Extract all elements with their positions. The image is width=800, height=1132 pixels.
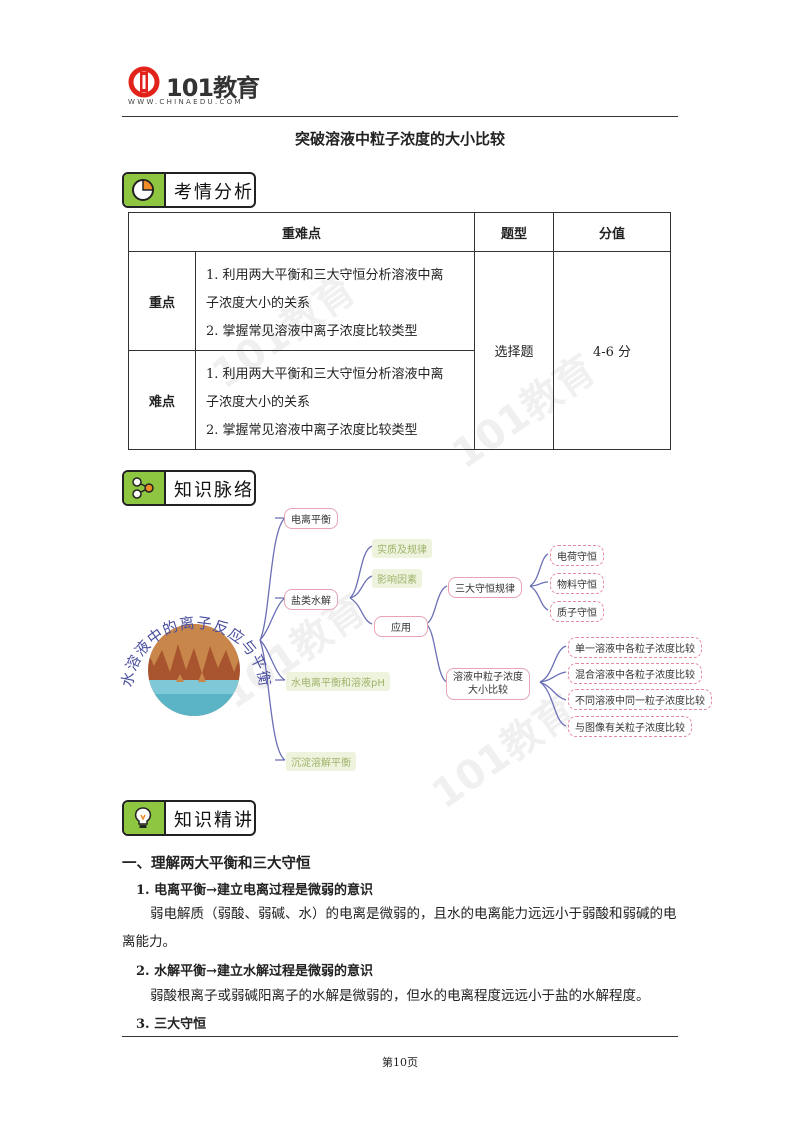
text-line: 1. 利用两大平衡和三大守恒分析溶液中离	[206, 268, 444, 283]
svg-text:水溶液中的离子反应与平衡: 水溶液中的离子反应与平衡	[118, 614, 274, 689]
node-influence-factors: 影响因素	[372, 569, 422, 588]
node-ionization-equilibrium: 电离平衡	[284, 508, 338, 529]
section-title: 考情分析	[174, 182, 254, 203]
node-water-ionization-ph: 水电离平衡和溶液pH	[286, 672, 390, 691]
node-label: 水电离平衡和溶液pH	[291, 678, 385, 689]
node-label: 三大守恒规律	[455, 584, 515, 595]
text-line: 子浓度大小的关系	[206, 395, 311, 410]
node-label: 实质及规律	[377, 545, 427, 556]
paragraph: 弱酸根离子或弱碱阳离子的水解是微弱的，但水的电离程度远远小于盐的水解程度。	[150, 988, 650, 1004]
text-line: 2. 掌握常见溶液中离子浓度比较类型	[206, 423, 418, 438]
node-proton-conservation: 质子守恒	[550, 601, 604, 622]
node-different-solution: 不同溶液中同一粒子浓度比较	[568, 689, 712, 710]
node-graph-comparison: 与图像有关粒子浓度比较	[568, 716, 692, 737]
node-label: 大小比较	[468, 685, 508, 696]
row-label: 重点	[128, 251, 196, 351]
score-value: 4-6 分	[553, 251, 671, 450]
node-label: 应用	[391, 623, 411, 634]
node-material-conservation: 物料守恒	[550, 573, 604, 594]
section-badge-knowledge-map: 知识脉络	[122, 470, 256, 506]
row-content: 1. 利用两大平衡和三大守恒分析溶液中离 子浓度大小的关系 2. 掌握常见溶液中…	[195, 350, 475, 450]
row-content: 1. 利用两大平衡和三大守恒分析溶液中离 子浓度大小的关系 2. 掌握常见溶液中…	[195, 251, 475, 351]
node-label: 电荷守恒	[557, 552, 597, 563]
section-badge-exam-analysis: 考情分析	[122, 172, 256, 208]
document-title: 突破溶液中粒子浓度的大小比较	[294, 130, 505, 148]
node-label: 不同溶液中同一粒子浓度比较	[575, 696, 705, 707]
node-concentration-comparison: 溶液中粒子浓度 大小比较	[446, 668, 530, 700]
node-label: 质子守恒	[557, 608, 597, 619]
table-header: 重难点	[128, 212, 475, 252]
node-label: 溶液中粒子浓度	[453, 672, 523, 683]
heading-level-2: 3. 三大守恒	[136, 1017, 207, 1032]
network-icon	[124, 472, 166, 504]
node-single-solution: 单一溶液中各粒子浓度比较	[568, 637, 702, 658]
node-label: 沉淀溶解平衡	[291, 758, 351, 769]
heading-level-2: 2. 水解平衡→建立水解过程是微弱的意识	[136, 964, 373, 979]
pie-chart-icon	[124, 174, 166, 206]
section-title: 知识精讲	[174, 810, 254, 831]
node-application: 应用	[374, 616, 428, 637]
cave-illustration-icon	[148, 624, 240, 716]
node-label: 单一溶液中各粒子浓度比较	[575, 644, 695, 655]
lightbulb-icon	[124, 802, 166, 834]
section-title: 知识脉络	[174, 480, 254, 501]
node-essence-rules: 实质及规律	[372, 539, 432, 558]
node-salt-hydrolysis: 盐类水解	[284, 589, 338, 610]
node-label: 电离平衡	[291, 515, 331, 526]
node-label: 混合溶液中各粒子浓度比较	[575, 670, 695, 681]
logo-icon	[128, 66, 160, 98]
table-header: 题型	[474, 212, 554, 252]
exam-analysis-table: 重难点 题型 分值 重点 1. 利用两大平衡和三大守恒分析溶液中离 子浓度大小的…	[128, 212, 671, 450]
node-three-conservation: 三大守恒规律	[448, 577, 522, 598]
question-type: 选择题	[474, 251, 554, 450]
paragraph: 弱电解质（弱酸、弱碱、水）的电离是微弱的，且水的电离能力远远小于弱酸和弱碱的电离…	[122, 906, 677, 950]
logo-text: 101教育	[166, 74, 260, 102]
section-badge-knowledge-detail: 知识精讲	[122, 800, 256, 836]
footer-divider	[122, 1036, 678, 1037]
node-charge-conservation: 电荷守恒	[550, 545, 604, 566]
node-label: 盐类水解	[291, 596, 331, 607]
center-topic-label: 水溶液中的离子反应与平衡	[118, 614, 273, 689]
logo-url: WWW.CHINAEDU.COM	[128, 98, 243, 106]
text-line: 子浓度大小的关系	[206, 296, 311, 311]
center-topic: 水溶液中的离子反应与平衡	[118, 614, 274, 689]
node-precipitation-equilibrium: 沉淀溶解平衡	[286, 752, 356, 771]
heading-level-2: 1. 电离平衡→建立电离过程是微弱的意识	[136, 883, 373, 898]
row-label: 难点	[128, 350, 196, 450]
text-line: 2. 掌握常见溶液中离子浓度比较类型	[206, 324, 418, 339]
text-line: 1. 利用两大平衡和三大守恒分析溶液中离	[206, 367, 444, 382]
node-label: 物料守恒	[557, 580, 597, 591]
heading-level-1: 一、理解两大平衡和三大守恒	[122, 855, 311, 872]
page-number: 第10页	[382, 1056, 418, 1069]
mindmap-connectors	[259, 517, 567, 761]
header-divider	[122, 116, 678, 117]
table-header: 分值	[553, 212, 671, 252]
node-label: 影响因素	[377, 575, 417, 586]
node-mixed-solution: 混合溶液中各粒子浓度比较	[568, 663, 702, 684]
node-label: 与图像有关粒子浓度比较	[575, 723, 685, 734]
